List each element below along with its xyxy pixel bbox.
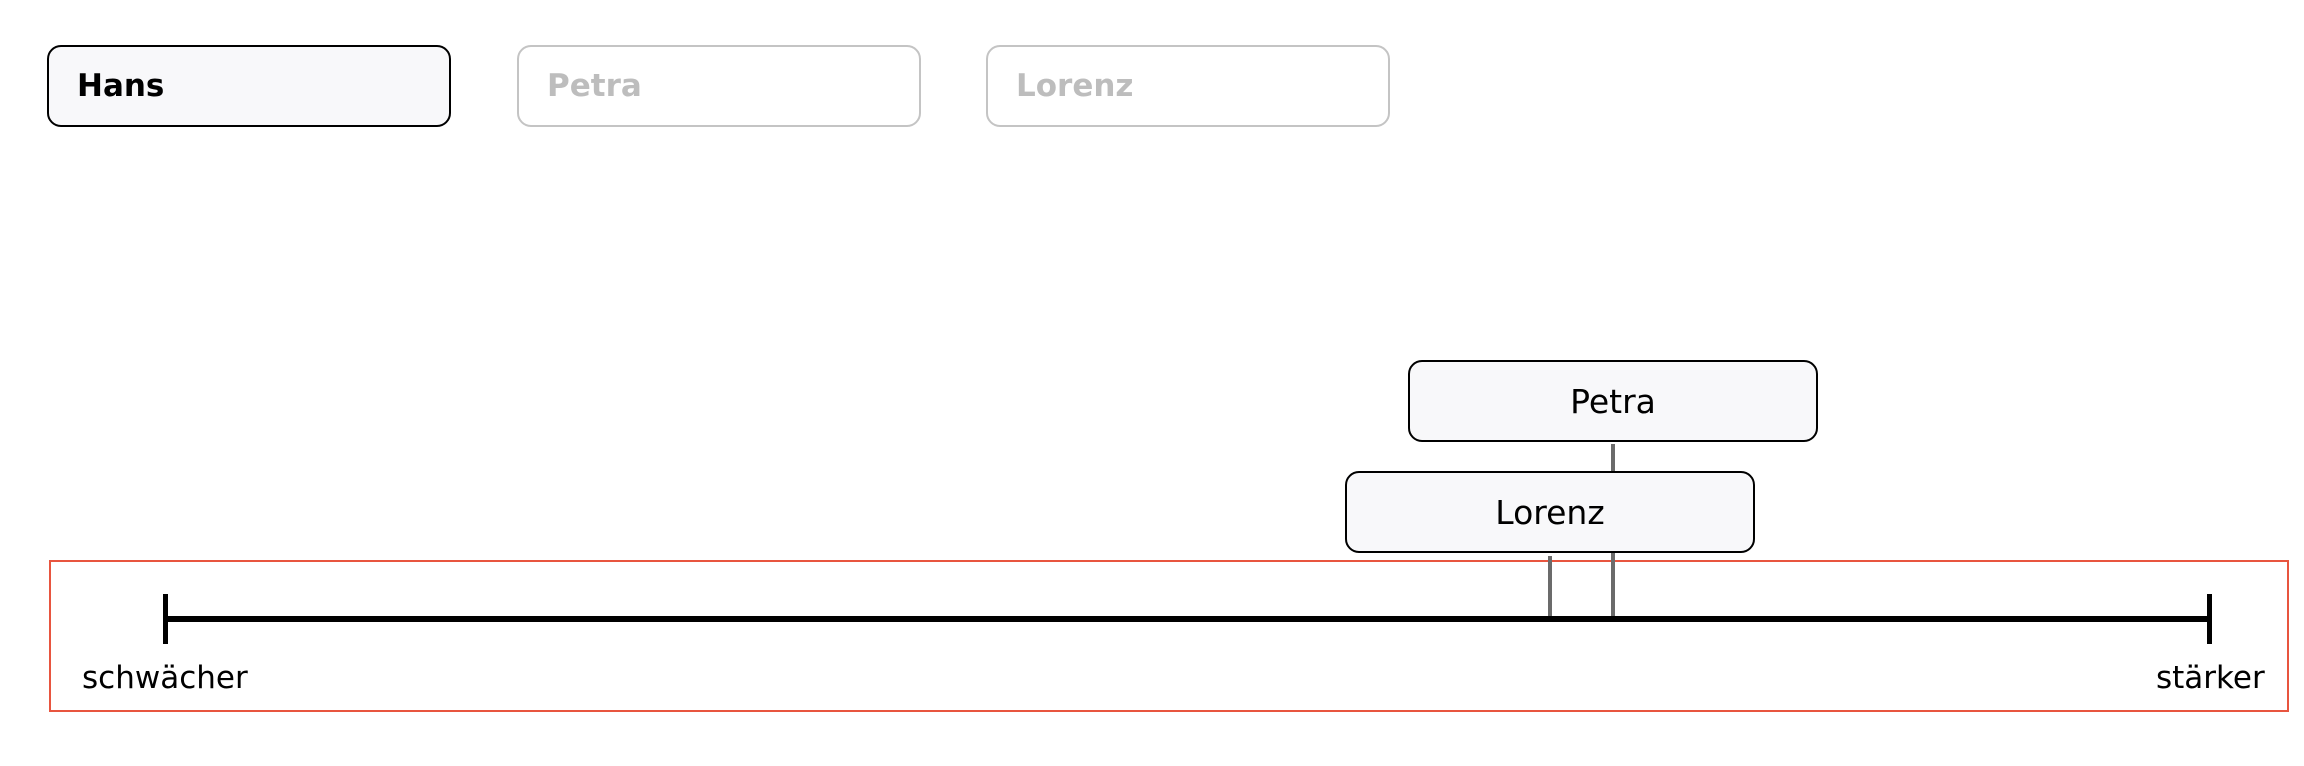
marker-card-petra[interactable]: Petra [1408,360,1818,442]
scale-cap-right [2207,594,2212,644]
person-chip-petra[interactable]: Petra [517,45,921,127]
scale-axis-line [164,616,2212,622]
scale-label-stronger: stärker [2156,660,2265,696]
scale-drop-zone[interactable] [49,560,2289,712]
person-chip-label: Lorenz [1016,68,1134,104]
scale-label-weaker: schwächer [82,660,248,696]
person-chip-hans[interactable]: Hans [47,45,451,127]
scale-cap-left [163,594,168,644]
person-chip-label: Petra [547,68,642,104]
person-chip-lorenz[interactable]: Lorenz [986,45,1390,127]
marker-label: Lorenz [1495,492,1605,532]
marker-card-lorenz[interactable]: Lorenz [1345,471,1755,553]
marker-label: Petra [1570,381,1656,421]
marker-stem-lorenz [1548,556,1552,616]
person-chip-label: Hans [77,68,165,104]
